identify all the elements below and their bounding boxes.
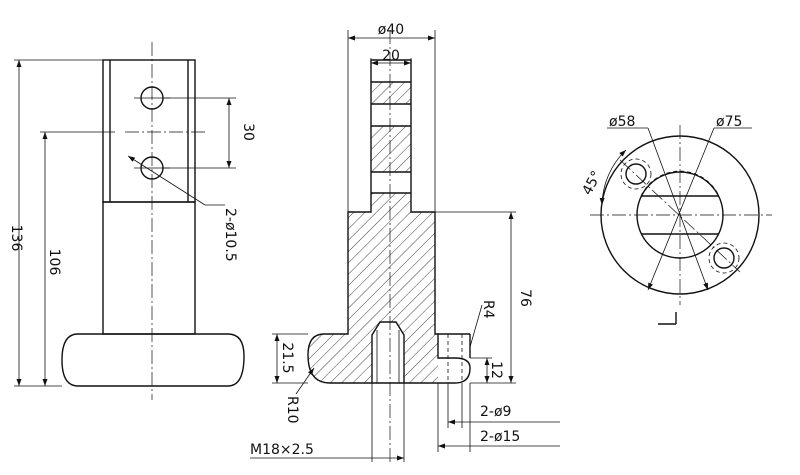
dim-30: 30 [240, 123, 256, 141]
dim-r10: R10 [284, 396, 300, 424]
dim-76: 76 [517, 289, 533, 307]
dim-d40: ø40 [378, 22, 404, 38]
section-view: ø40 20 76 R4 21.5 12 R10 M18×2.5 [250, 22, 560, 465]
dim-21-5: 21.5 [279, 342, 295, 373]
dim-106: 106 [46, 249, 62, 276]
front-view: 30 2-ø10.5 136 106 [8, 42, 256, 400]
foot [61, 333, 245, 387]
shaft [102, 201, 196, 335]
top-hole-1 [625, 163, 647, 185]
dim-thread: M18×2.5 [250, 442, 314, 458]
dim-d75: ø75 [716, 114, 742, 130]
dim-r4: R4 [480, 300, 496, 319]
dim-angle: 45° [579, 168, 605, 197]
dim-d58: ø58 [609, 114, 635, 130]
dim-20: 20 [382, 48, 400, 64]
dim-136: 136 [8, 225, 24, 252]
dim-hole-c: 2-ø15 [480, 429, 520, 445]
tapped-hole [371, 321, 405, 383]
section-outline [307, 59, 471, 384]
dim-hole-a: 2-ø10.5 [222, 208, 238, 262]
top-view: ø58 ø75 45° [579, 114, 772, 325]
dim-hole-b: 2-ø9 [480, 404, 511, 420]
top-hole-2 [713, 247, 735, 269]
dim-12: 12 [488, 361, 504, 379]
upper-plate [102, 59, 196, 203]
